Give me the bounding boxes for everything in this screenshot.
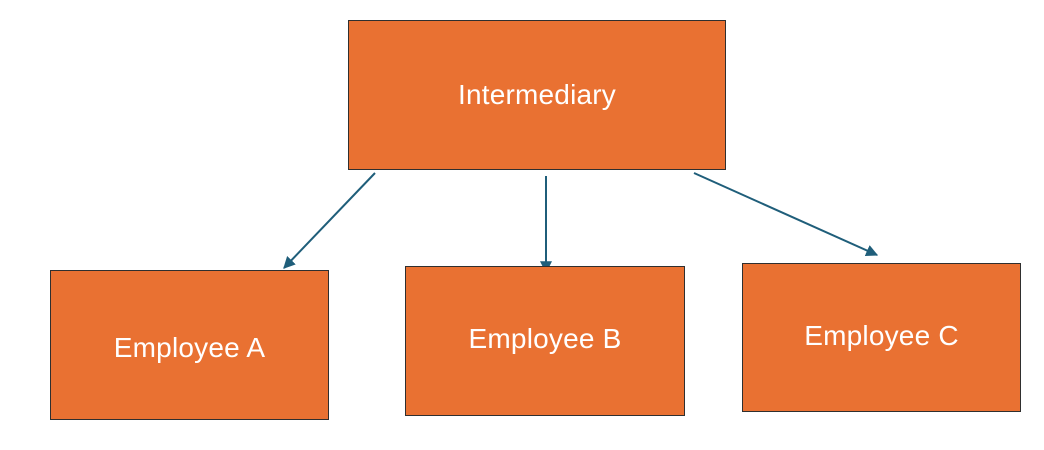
node-intermediary: Intermediary <box>348 20 726 170</box>
arrow-intermediary-to-employee-c <box>693 172 879 257</box>
node-intermediary-label: Intermediary <box>457 79 616 110</box>
node-employee-c: Employee C <box>742 263 1021 412</box>
node-employee-a: Employee A <box>50 270 329 420</box>
node-employee-b-label: Employee B <box>468 323 622 354</box>
arrow-intermediary-to-employee-a <box>283 172 376 269</box>
node-employee-b: Employee B <box>405 266 685 416</box>
node-employee-a-label: Employee A <box>113 332 266 363</box>
node-employee-c-label: Employee C <box>804 319 959 351</box>
